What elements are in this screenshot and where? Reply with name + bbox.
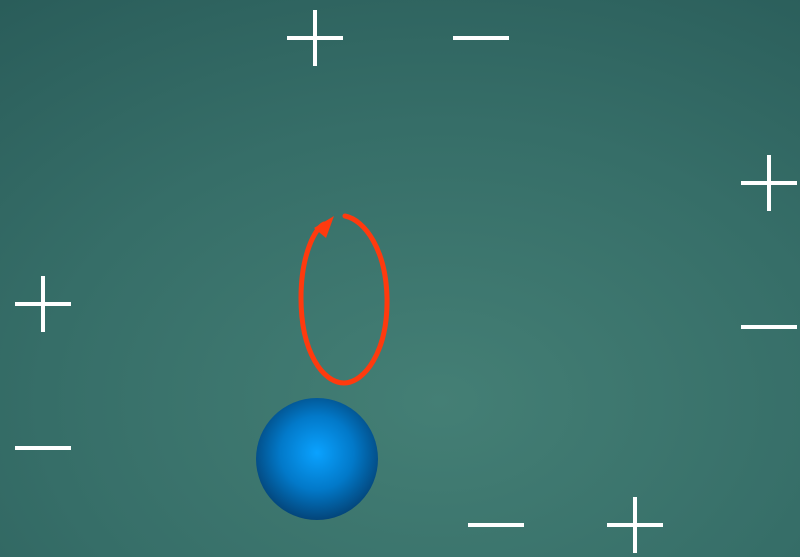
blue-sphere-icon xyxy=(256,398,378,520)
